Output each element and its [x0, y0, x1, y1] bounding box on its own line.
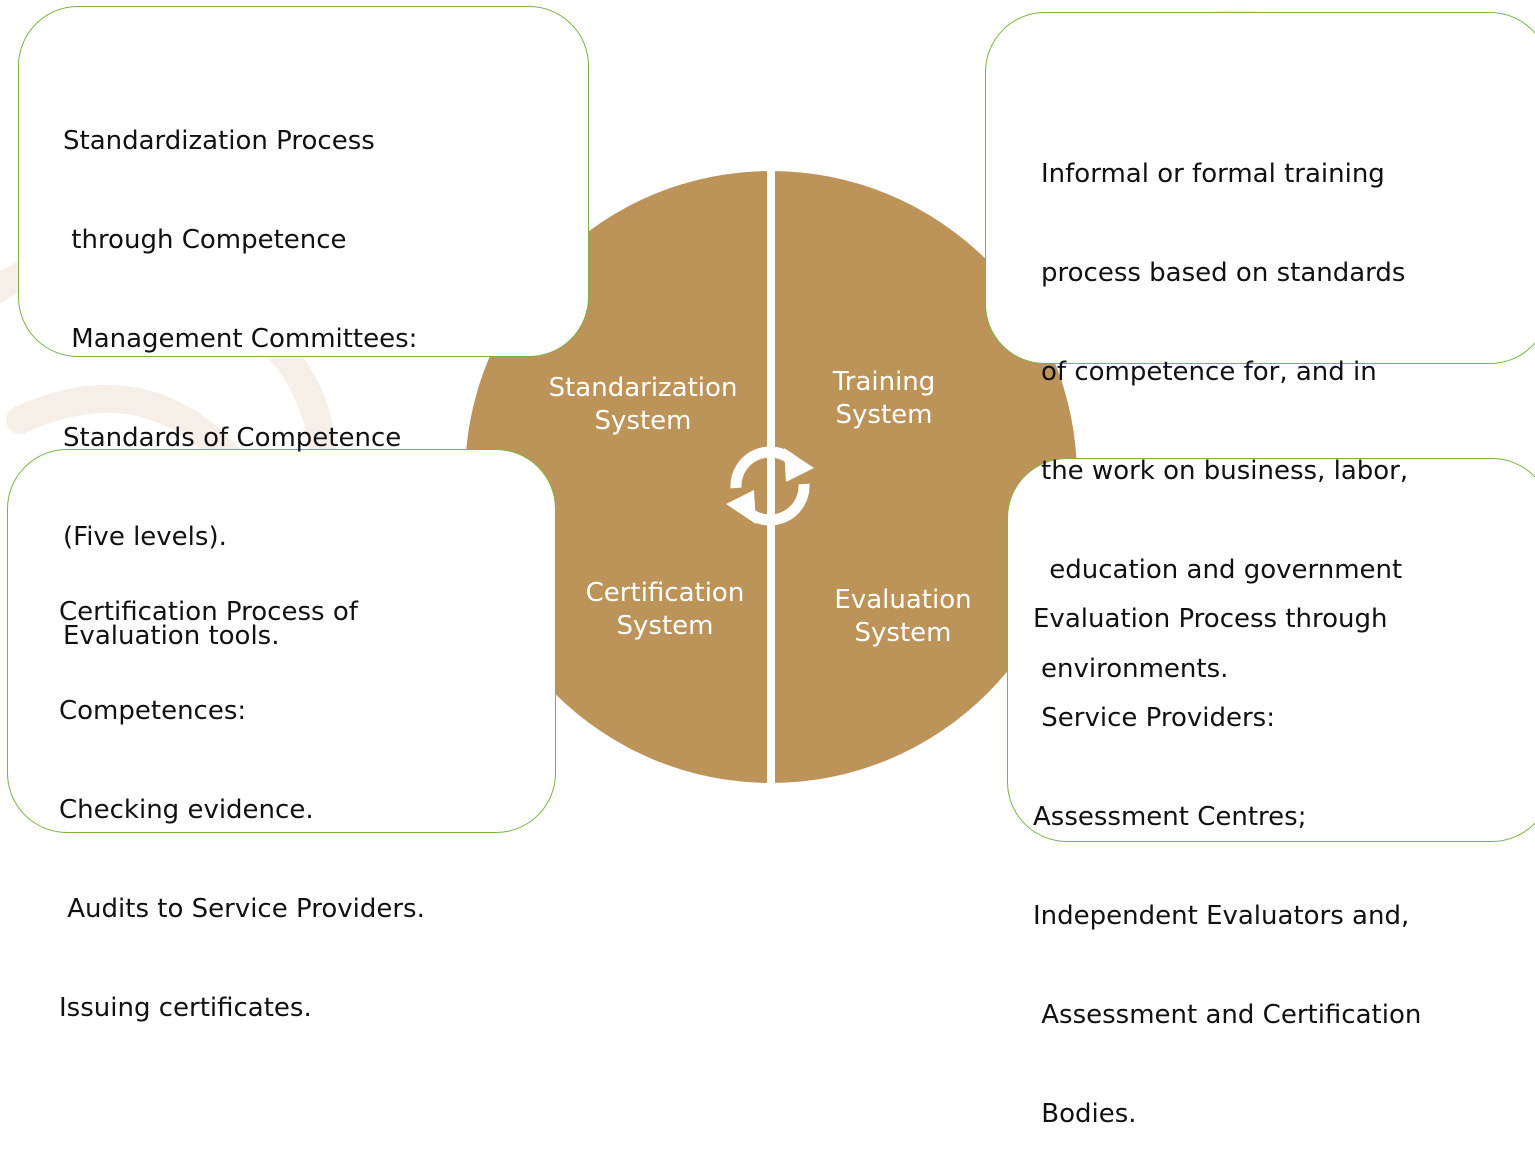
text-line: Issuing certificates.	[59, 993, 312, 1023]
training-process-text: Informal or formal training process base…	[1041, 92, 1408, 719]
text-line: Service Providers:	[1033, 703, 1275, 733]
label-line: Certification	[585, 578, 745, 608]
text-line: Assessment Centres;	[1033, 802, 1307, 832]
evaluation-process-text: Evaluation Process through Service Provi…	[1033, 537, 1421, 1164]
training-process-box	[985, 12, 1535, 364]
text-line: Assessment and Certification	[1033, 1000, 1422, 1030]
label-line: Evaluation	[834, 585, 972, 615]
label-line: System	[854, 618, 952, 648]
text-line: Informal or formal training	[1041, 159, 1385, 189]
text-line: Evaluation Process through	[1033, 604, 1388, 634]
central-cycle-circle	[465, 171, 1077, 783]
certification-process-text: Certification Process of Competences: Ch…	[59, 530, 425, 1058]
label-line: Training	[832, 367, 936, 397]
evaluation-system-label: Evaluation System	[808, 584, 998, 650]
certification-process-box	[7, 449, 556, 833]
text-line: education and government	[1041, 555, 1403, 585]
text-line: through Competence	[63, 225, 347, 255]
text-line: Independent Evaluators and,	[1033, 901, 1410, 931]
text-line: Evaluation tools.	[63, 621, 280, 651]
text-line: Audits to Service Providers.	[59, 894, 425, 924]
text-line: Standardization Process	[63, 126, 375, 156]
text-line: the work on business, labor,	[1041, 456, 1409, 486]
certification-system-label: Certification System	[562, 577, 768, 643]
text-line: process based on standards	[1041, 258, 1406, 288]
text-line: Checking evidence.	[59, 795, 314, 825]
text-line: of competence for, and in	[1041, 357, 1377, 387]
text-line: Certification Process of	[59, 597, 358, 627]
standardization-process-text: Standardization Process through Competen…	[63, 59, 417, 686]
text-line: Management Committees:	[63, 324, 418, 354]
standardization-system-label: Standarization System	[527, 372, 759, 438]
label-line: System	[594, 406, 692, 436]
text-line: environments.	[1041, 654, 1229, 684]
label-line: System	[616, 611, 714, 641]
cycle-arrows-icon	[726, 446, 814, 526]
standardization-process-box	[18, 6, 589, 357]
text-line: Competences:	[59, 696, 247, 726]
training-system-label: Training System	[806, 366, 962, 432]
label-line: Standarization	[548, 373, 738, 403]
text-line: Bodies.	[1033, 1099, 1137, 1129]
label-line: System	[835, 400, 933, 430]
text-line: (Five levels).	[63, 522, 227, 552]
text-line: Standards of Competence	[63, 423, 402, 453]
